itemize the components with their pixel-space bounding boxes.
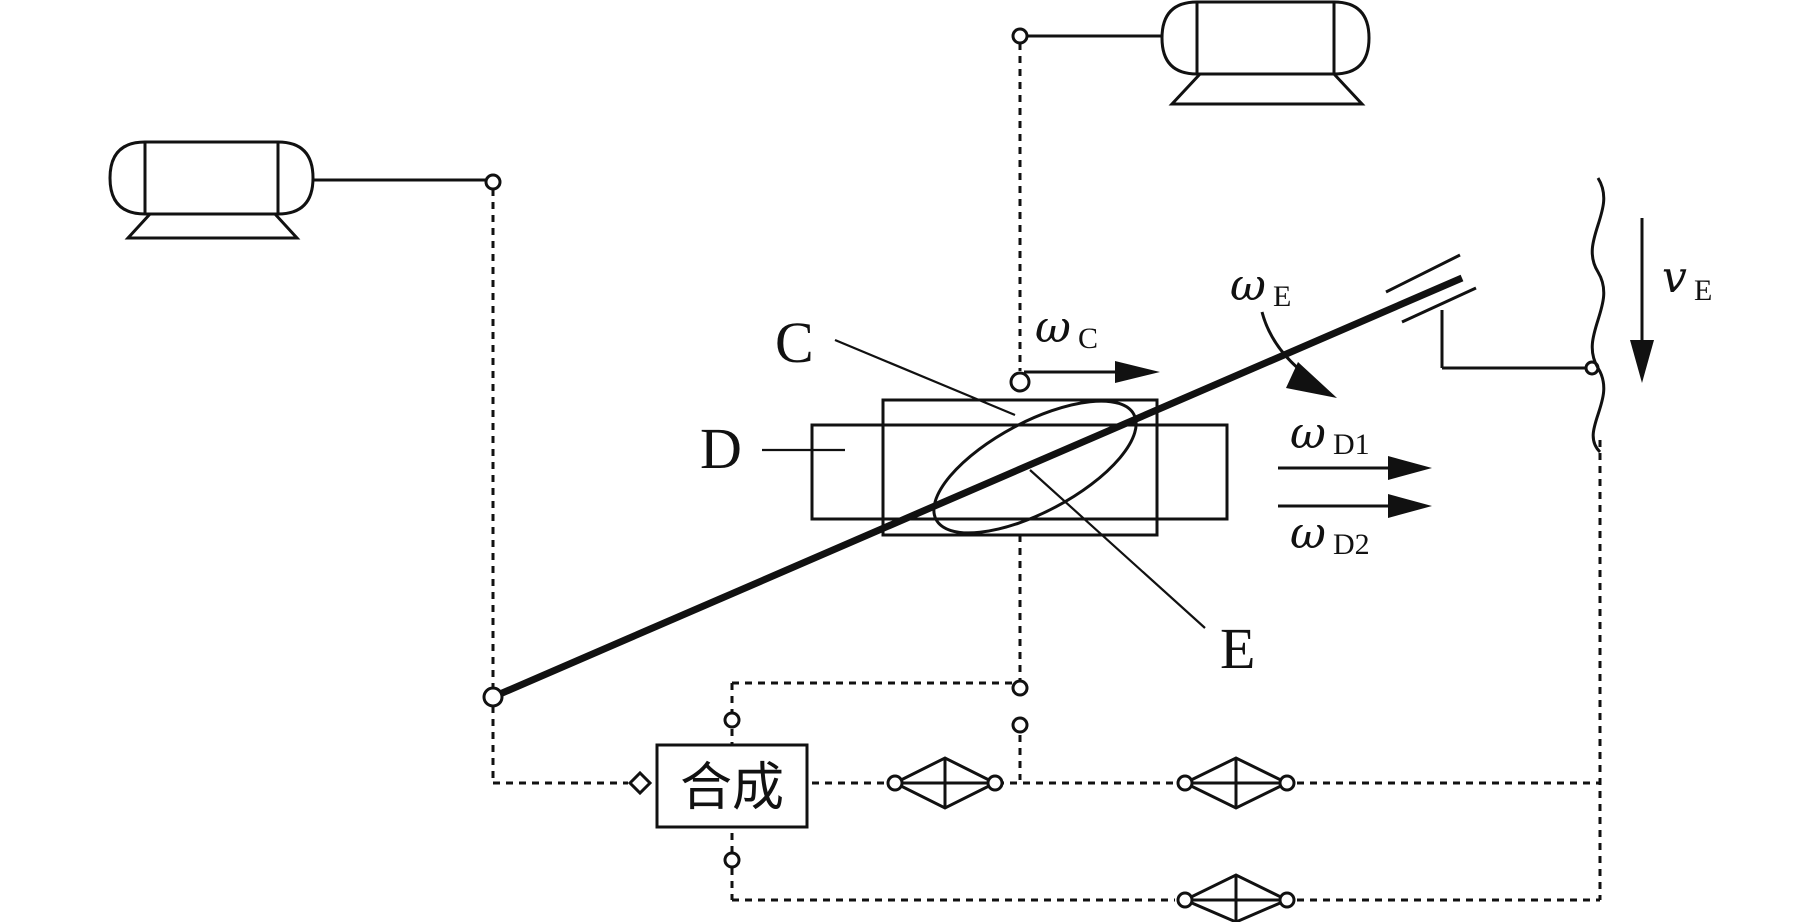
motor-top — [1011, 0, 1371, 106]
part-C-housing — [881, 398, 1159, 537]
label-v-E-sub: E — [1694, 274, 1712, 307]
label-omega-D1: ω — [1290, 408, 1326, 459]
label-D: D — [700, 416, 742, 481]
label-omega-C: ω — [1035, 302, 1071, 353]
synthesis-box: 合成 — [655, 743, 809, 829]
differential-2 — [1176, 756, 1296, 810]
label-C: C — [775, 310, 814, 375]
part-E-ellipse — [932, 399, 1138, 535]
label-omega-D1-sub: D1 — [1333, 428, 1370, 461]
label-omega-D2-sub: D2 — [1333, 528, 1370, 561]
arrow-omega-E — [1260, 311, 1337, 398]
synthesis-box-label: 合成 — [680, 758, 784, 818]
differential-1 — [886, 756, 1004, 810]
lever — [1440, 310, 1600, 376]
labels: C D E ω C ω E ω D1 ω D2 v E — [700, 252, 1712, 681]
link-nodes — [627, 371, 1031, 869]
label-omega-E-sub: E — [1273, 280, 1291, 313]
arrow-omega-D2 — [1278, 494, 1432, 518]
cam-profile — [1590, 177, 1606, 454]
differential-3 — [1176, 873, 1296, 922]
arrow-omega-C — [1024, 361, 1160, 383]
dashed-links — [491, 43, 1602, 902]
label-omega-C-sub: C — [1078, 322, 1098, 355]
motor-left — [108, 140, 502, 240]
inclined-shaft — [482, 253, 1477, 708]
arrow-v-E — [1630, 218, 1654, 383]
arrow-omega-D1 — [1278, 456, 1432, 480]
leader-lines — [762, 338, 1206, 629]
label-E: E — [1220, 616, 1255, 681]
label-v-E: v — [1662, 252, 1687, 303]
label-omega-E: ω — [1230, 260, 1266, 311]
label-omega-D2: ω — [1290, 508, 1326, 559]
